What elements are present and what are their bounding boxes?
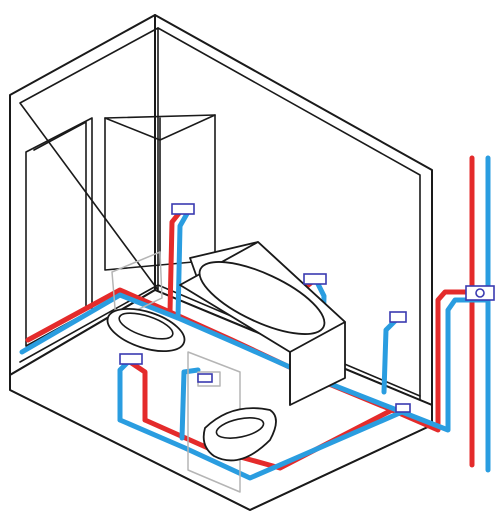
toilet-frame <box>187 351 241 493</box>
valves <box>119 203 495 413</box>
door-frame-inner <box>33 121 87 307</box>
toilet-bowl <box>202 407 277 462</box>
shower-valve <box>171 203 195 215</box>
fixtures <box>106 241 346 493</box>
washbasin-bowl <box>118 312 174 340</box>
floor-front-edge <box>9 374 433 511</box>
hot-washbasin-drop <box>127 359 148 423</box>
wall-inner-edge-left <box>19 27 159 291</box>
bathtub-basin <box>198 261 326 335</box>
hot-feed-to-room <box>389 289 475 433</box>
cold-shower-drop <box>175 209 191 321</box>
toilet-seat <box>215 417 265 439</box>
washbasin-frame <box>111 251 163 321</box>
sink-valve <box>389 311 407 323</box>
toilet-valve <box>197 373 213 383</box>
bath-valve <box>303 273 327 285</box>
washbasin-valve <box>119 353 143 365</box>
floor-manifold <box>395 403 411 413</box>
cold-toilet-feed <box>179 367 201 441</box>
shower-glass-top-angle <box>104 114 216 141</box>
hot-shower-drop <box>167 209 183 315</box>
cold-front-run <box>117 409 405 481</box>
main-manifold-knob <box>475 288 485 298</box>
wall-inner-edge-right <box>157 27 421 403</box>
washbasin <box>106 307 186 353</box>
